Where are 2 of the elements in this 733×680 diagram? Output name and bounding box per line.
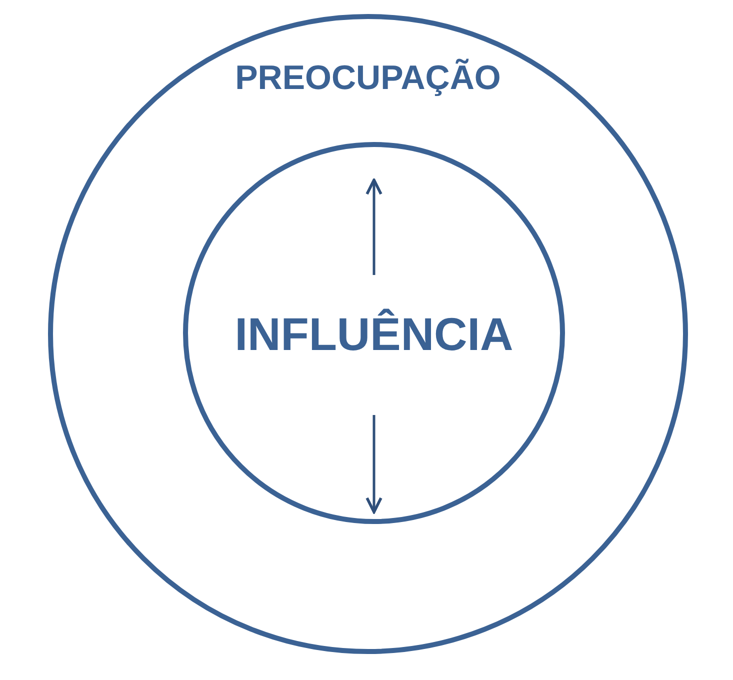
circle-heading: PREOCUPAÇÃO [235,59,501,98]
circle-label: INFLUÊNCIA [234,307,514,361]
